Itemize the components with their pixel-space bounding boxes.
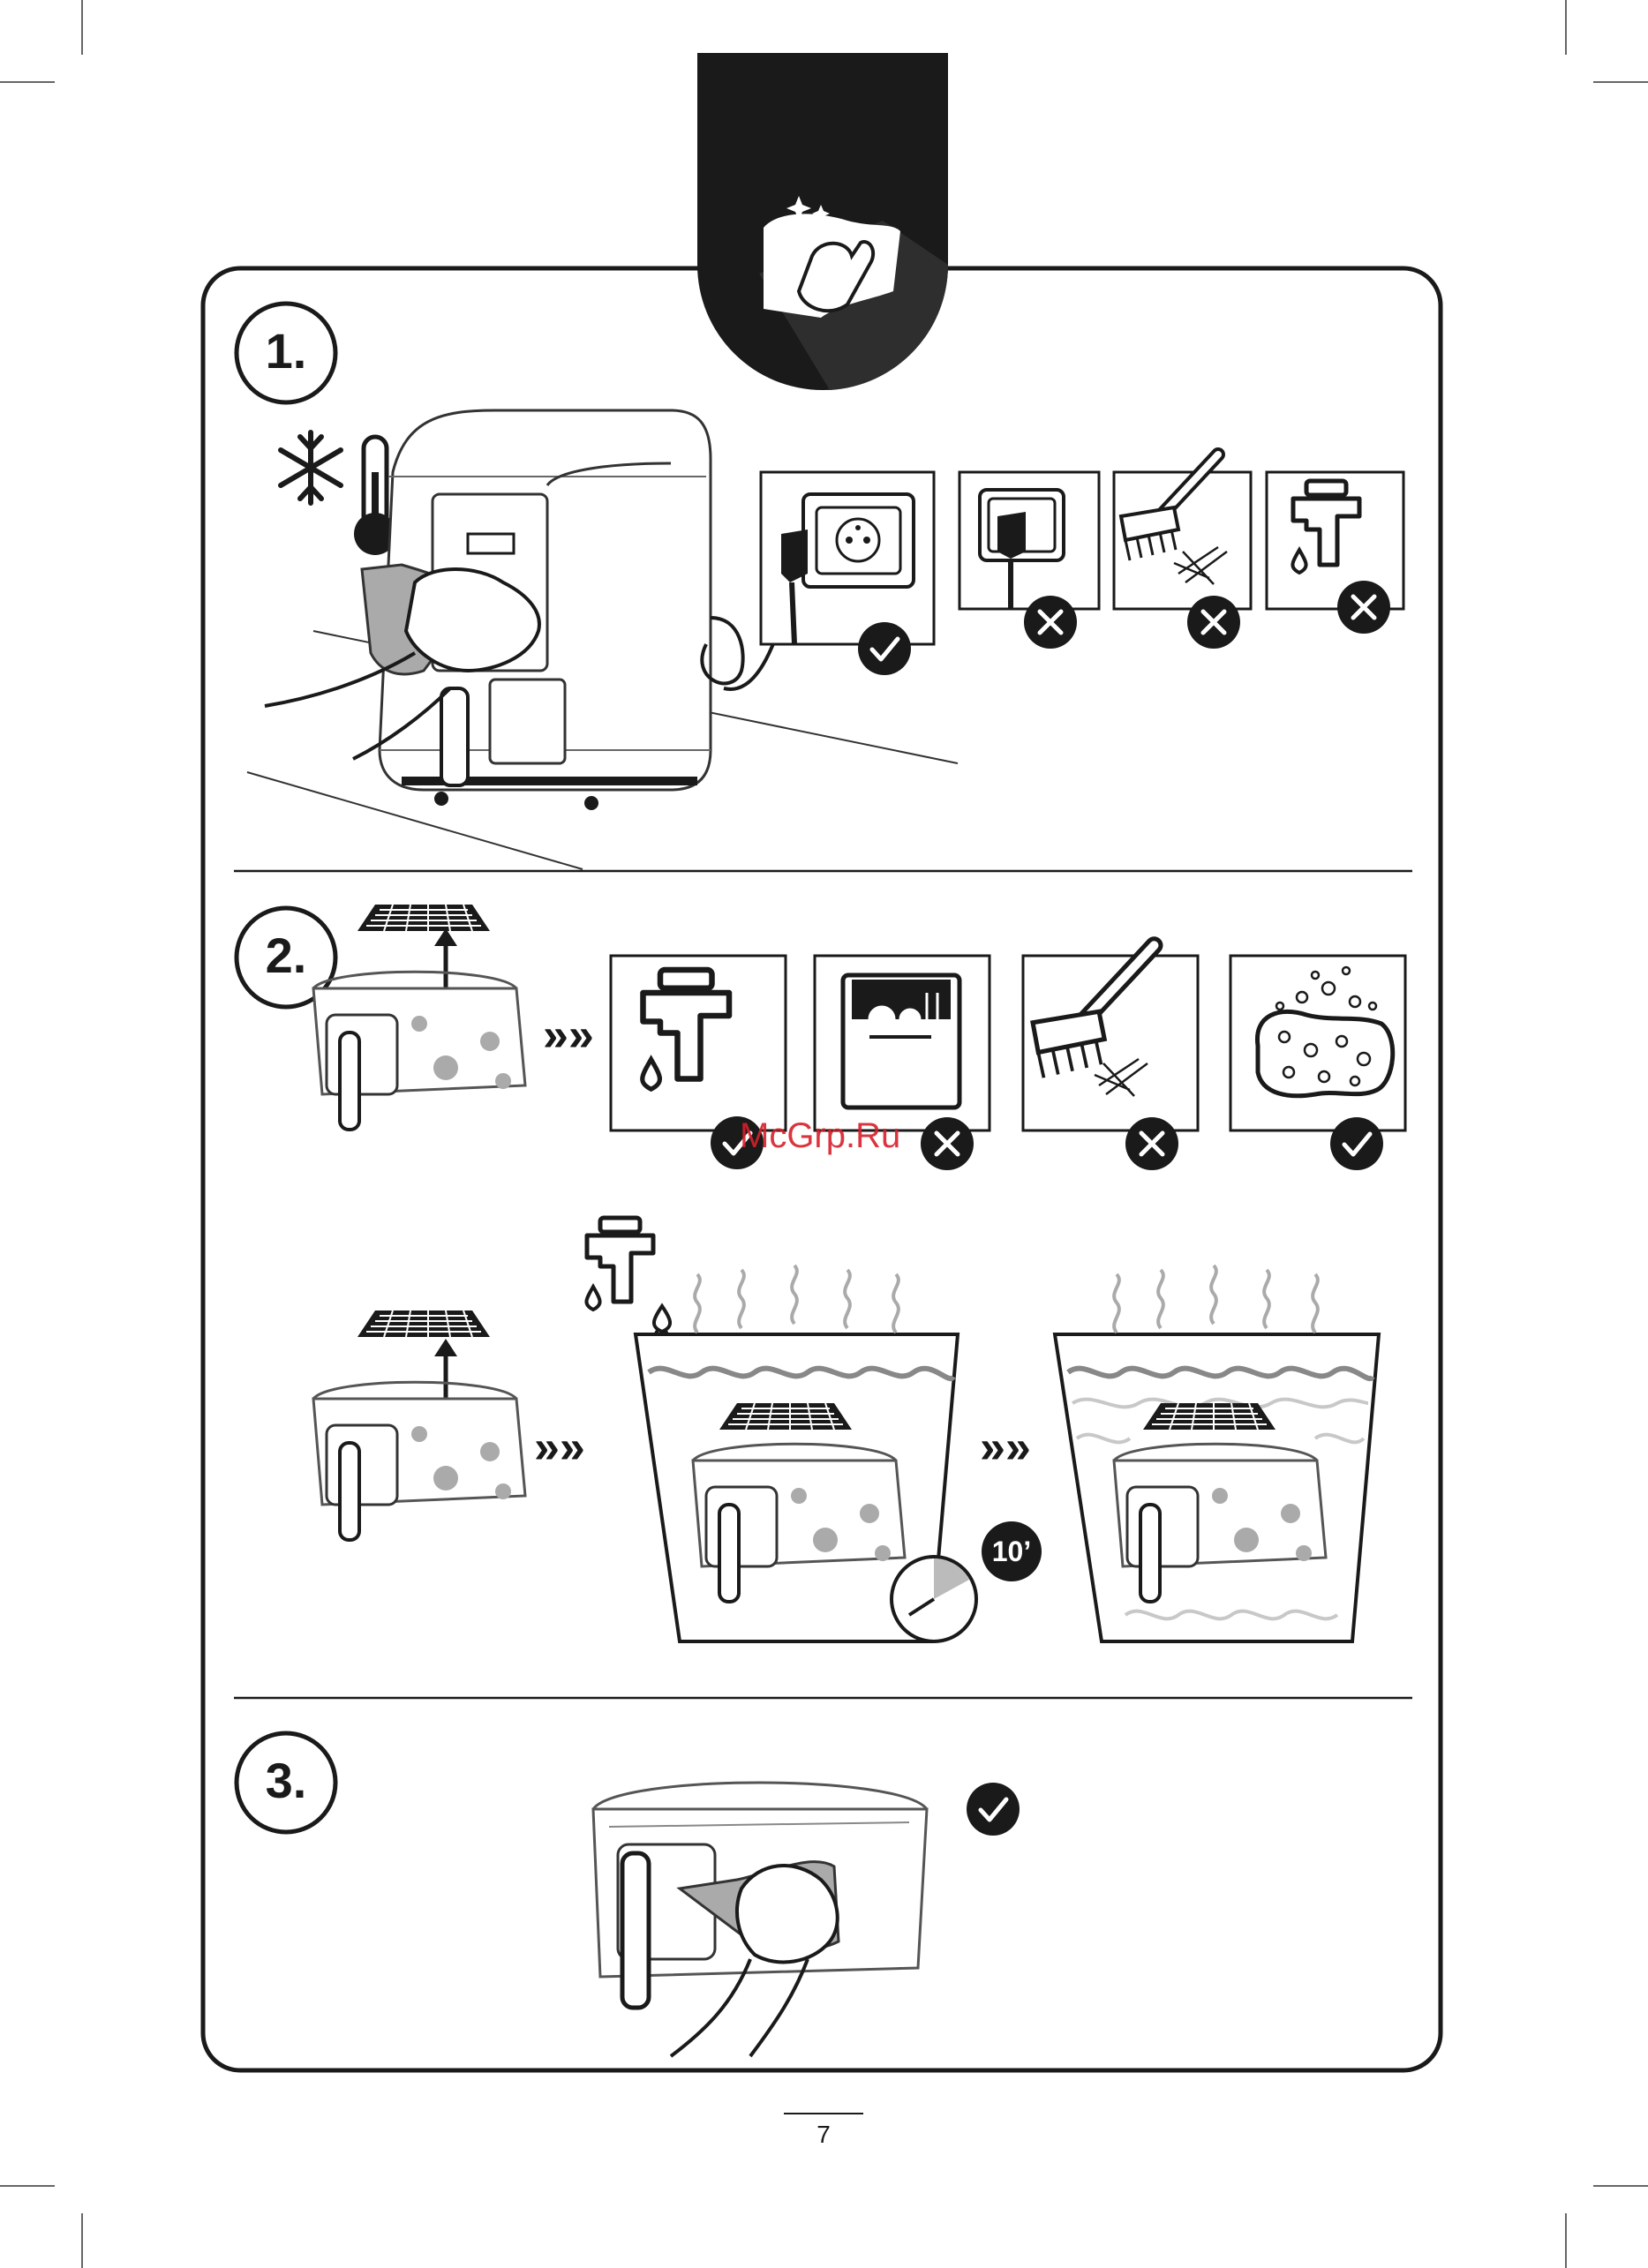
dishwasher-icon: [843, 975, 959, 1108]
plug-ok-card: [761, 472, 934, 675]
next-arrows-1: »»: [543, 1010, 594, 1061]
timer-label: 10’: [982, 1536, 1042, 1568]
plug-no-card: [959, 472, 1099, 649]
page-number: 7: [797, 2121, 850, 2149]
basket-with-rack-1: [313, 905, 525, 1130]
step-1-number: 1.: [251, 322, 321, 379]
brush-no-card-2: [1023, 945, 1198, 1170]
steam-icon: [695, 1274, 700, 1333]
watermark: McGrp.Ru: [740, 1116, 900, 1156]
faucet-no-card: [1267, 472, 1403, 634]
next-arrows-3: »»: [980, 1422, 1031, 1473]
check-icon: [1330, 1117, 1383, 1170]
cross-icon: [1337, 581, 1390, 634]
plug-socket-icon: [781, 529, 808, 582]
cross-icon: [921, 1117, 974, 1170]
sponge-ok-card: [1230, 956, 1405, 1170]
step-3-number: 3.: [251, 1752, 321, 1809]
snowflake-icon: [281, 432, 341, 503]
cleaning-badge: [697, 53, 948, 390]
check-icon: [858, 622, 911, 675]
cross-icon: [1187, 596, 1240, 649]
cross-icon: [1125, 1117, 1178, 1170]
step-2-number: 2.: [251, 927, 321, 984]
soaking-tub-2: [1055, 1265, 1379, 1641]
brush-no-card: [1114, 454, 1251, 649]
cross-icon: [1024, 596, 1077, 649]
next-arrows-2: »»: [534, 1422, 585, 1473]
basket-with-rack-2: [313, 1310, 525, 1540]
check-icon: [967, 1783, 1020, 1836]
basket-wipe-illustration: [593, 1783, 927, 2056]
faucet-icon: [586, 1218, 653, 1310]
